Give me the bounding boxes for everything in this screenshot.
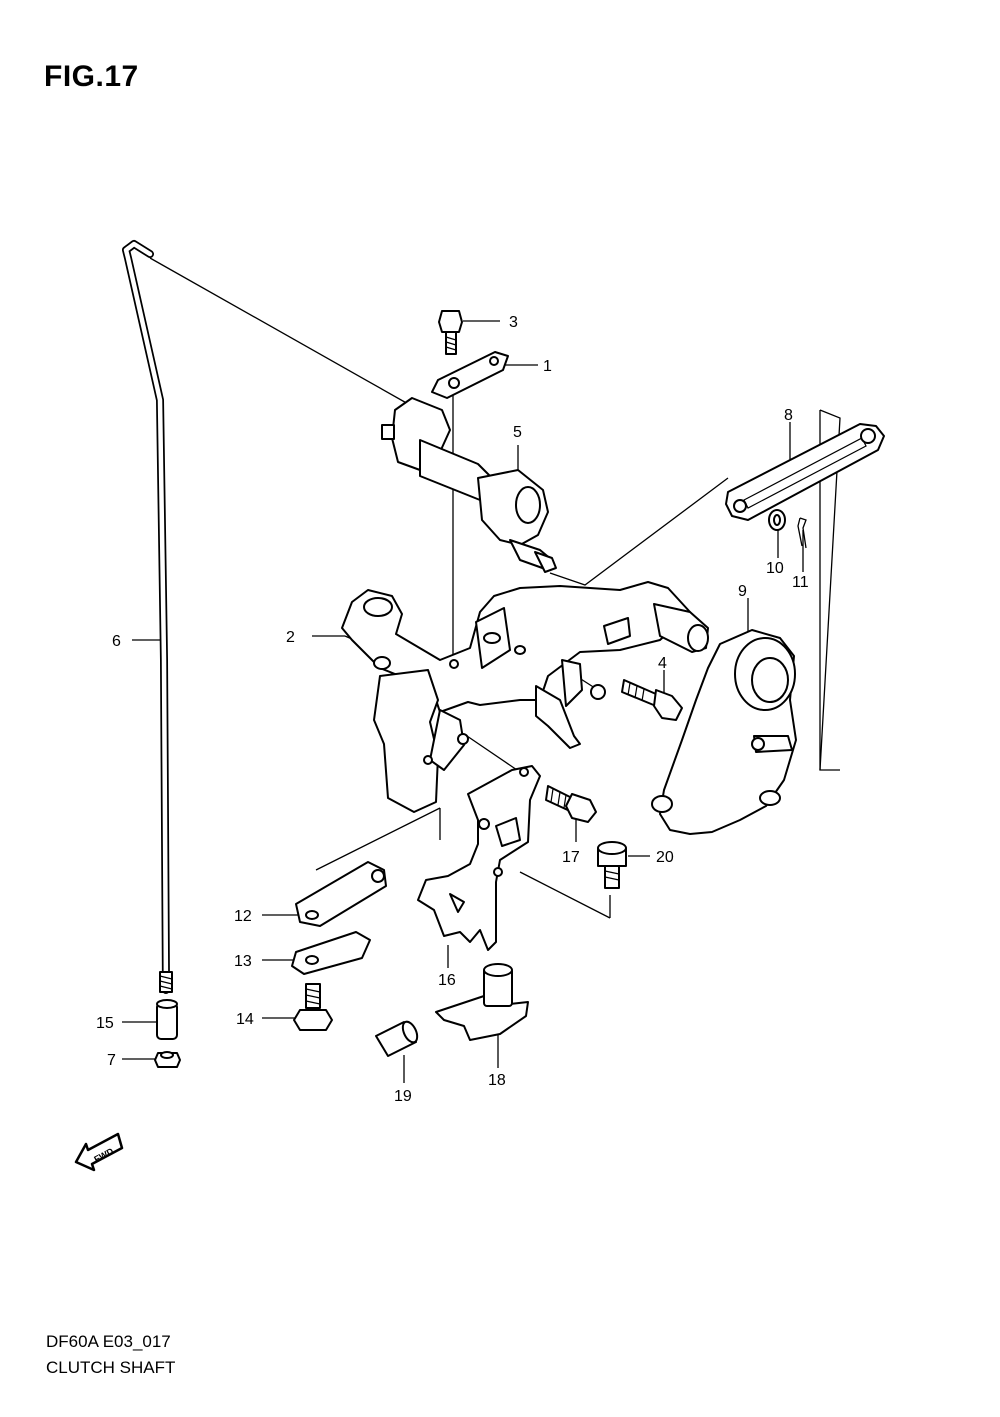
callout-6: 6 — [112, 633, 121, 650]
callout-19: 19 — [394, 1088, 412, 1105]
washer-part — [768, 509, 786, 531]
bolt-4-part — [621, 679, 683, 721]
figure-title: FIG.17 — [44, 60, 139, 93]
callout-labels: 3 1 5 8 10 11 9 6 2 4 17 20 12 13 16 14 … — [96, 314, 809, 1105]
collar-19-part — [375, 1020, 419, 1057]
spacer-part — [156, 999, 178, 1040]
screw-20-part — [597, 841, 627, 889]
bracket-part — [341, 581, 709, 813]
shift-shaft-part — [381, 397, 557, 573]
housing-cover-part — [651, 629, 797, 835]
callout-11: 11 — [792, 574, 809, 591]
plate-13-part — [291, 931, 371, 975]
callout-13: 13 — [234, 953, 252, 970]
plate-1-part — [431, 351, 509, 399]
lever-12-part — [295, 861, 387, 927]
callout-5: 5 — [513, 424, 522, 441]
clutch-rod-part — [122, 240, 173, 994]
callout-20: 20 — [656, 849, 674, 866]
callout-17: 17 — [562, 849, 580, 866]
bolt-3-part — [438, 310, 463, 355]
callout-12: 12 — [234, 908, 252, 925]
callout-15: 15 — [96, 1015, 114, 1032]
cotter-pin-part — [797, 517, 807, 549]
callout-18: 18 — [488, 1072, 506, 1089]
callout-4: 4 — [658, 655, 667, 672]
callout-3: 3 — [509, 314, 518, 331]
callout-10: 10 — [766, 560, 784, 577]
callout-9: 9 — [738, 583, 747, 600]
link-lever-part — [725, 423, 885, 521]
figure-code: DF60A E03_017 — [46, 1332, 171, 1351]
callout-1: 1 — [543, 358, 552, 375]
callout-16: 16 — [438, 972, 456, 989]
nut-part — [154, 1051, 181, 1068]
callout-8: 8 — [784, 407, 793, 424]
callout-7: 7 — [107, 1052, 116, 1069]
bracket-18-part — [435, 963, 529, 1041]
callout-2: 2 — [286, 629, 295, 646]
bolt-14-part — [293, 983, 333, 1031]
callout-14: 14 — [236, 1011, 254, 1028]
plate-bracket-16-part — [417, 765, 541, 951]
bolt-17-part — [545, 785, 597, 823]
figure-name: CLUTCH SHAFT — [46, 1358, 176, 1377]
fwd-arrow-icon: FWD — [74, 1132, 124, 1172]
